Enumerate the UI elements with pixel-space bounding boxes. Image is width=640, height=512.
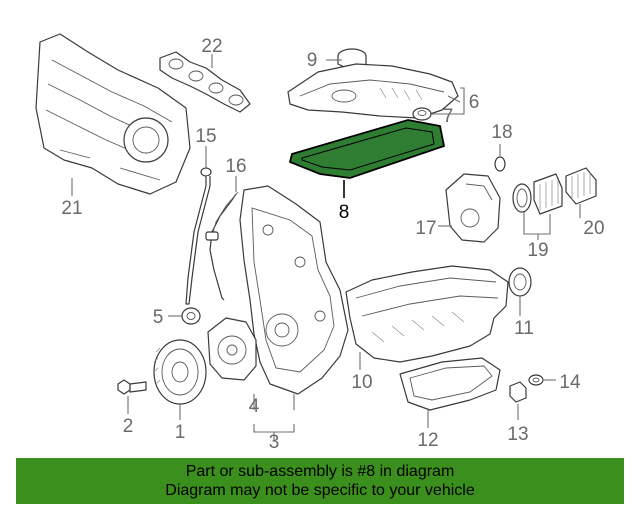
callout-15: 15: [195, 126, 216, 147]
callout-9: 9: [307, 50, 318, 71]
callout-19: 19: [527, 240, 548, 261]
crankshaft-seal: [181, 307, 201, 325]
callout-12: 12: [417, 430, 438, 451]
valve-cover: [287, 63, 459, 119]
callout-2: 2: [123, 416, 134, 437]
callout-17: 17: [415, 218, 436, 239]
info-banner: Part or sub-assembly is #8 in diagram Di…: [16, 458, 624, 504]
dipstick: [185, 167, 212, 305]
drain-plug-washer: [528, 374, 544, 386]
callout-21: 21: [61, 198, 82, 219]
rear-main-seal: [508, 267, 532, 297]
parts-diagram: 22 21 9 6 7 8 15 16 5 1 2 4 3 10 11 12 1…: [35, 33, 605, 453]
oil-filter-gasket: [512, 183, 532, 213]
callout-14: 14: [559, 372, 581, 393]
housing-o-ring: [494, 156, 506, 172]
water-pump: [207, 317, 257, 381]
callout-4: 4: [249, 396, 260, 417]
oil-filter-housing: [445, 173, 501, 243]
oil-pan-lower: [399, 357, 501, 411]
callout-7: 7: [443, 106, 454, 127]
callout-labels: 22 21 9 6 7 8 15 16 5 1 2 4 3 10 11 12 1…: [61, 36, 604, 453]
callout-18: 18: [491, 122, 512, 143]
callout-8: 8: [339, 202, 350, 223]
callout-1: 1: [175, 422, 186, 443]
oil-filter-cap: [565, 167, 597, 205]
callout-3: 3: [269, 432, 280, 453]
banner-line-1: Part or sub-assembly is #8 in diagram: [185, 463, 455, 480]
intake-manifold: [35, 33, 191, 195]
callout-10: 10: [351, 372, 372, 393]
crankshaft-pulley: [153, 339, 207, 405]
callout-20: 20: [583, 218, 604, 239]
grommet: [412, 107, 432, 121]
leader-lines: [71, 54, 581, 440]
oil-filter-element: [533, 173, 563, 215]
drain-plug: [509, 381, 527, 403]
callout-16: 16: [225, 156, 246, 177]
callout-22: 22: [201, 36, 222, 57]
callout-6: 6: [469, 92, 480, 113]
banner-line-2: Diagram may not be specific to your vehi…: [165, 482, 475, 499]
intake-gasket: [159, 51, 251, 113]
callout-13: 13: [507, 424, 528, 445]
timing-cover: [239, 185, 349, 395]
valve-cover-gasket-highlighted: [288, 119, 446, 179]
callout-11: 11: [514, 318, 534, 339]
callout-5: 5: [153, 307, 164, 328]
oil-pan-upper: [345, 265, 509, 363]
dipstick-tube: [205, 191, 239, 301]
pulley-bolt: [117, 379, 147, 395]
